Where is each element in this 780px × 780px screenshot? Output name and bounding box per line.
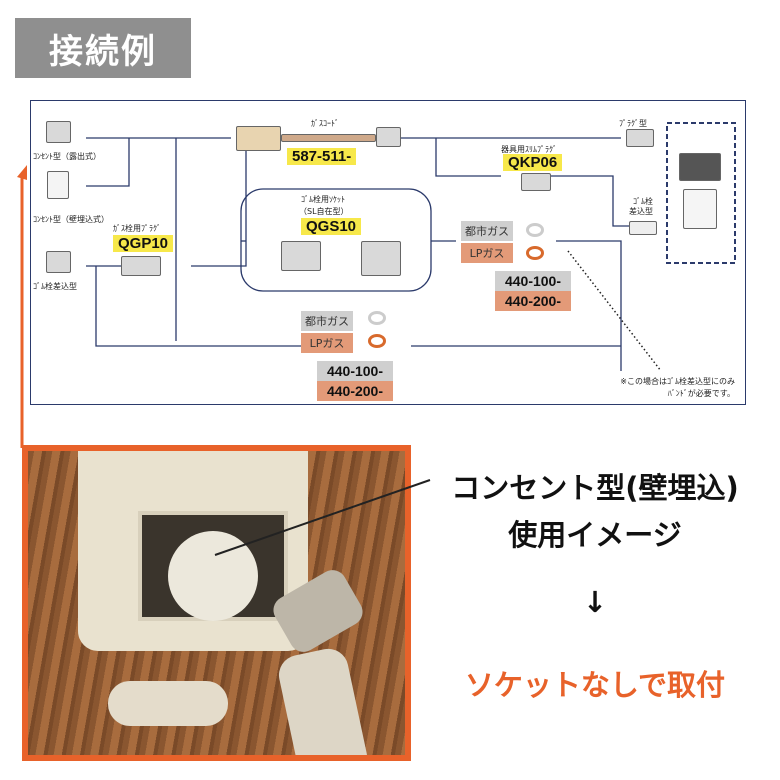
note-line-2: ﾊﾞﾝﾄﾞが必要です。 [667, 389, 735, 398]
tap-plug-code: QGP10 [113, 235, 174, 252]
down-arrow-icon: ↓ [582, 585, 608, 619]
lp-hose-icon [526, 246, 544, 260]
socket-icon [361, 241, 401, 276]
gas-stove-icon [679, 153, 721, 181]
lp-hose-code: 440-200- [495, 291, 571, 311]
slim-plug-code: QKP06 [503, 154, 563, 171]
socket-sublabel: （SL自在型） [299, 207, 349, 216]
pointer-line [214, 479, 431, 556]
callout-connector [17, 165, 27, 448]
city-hose-code: 440-100- [495, 271, 571, 291]
gas-cord-plug-icon [376, 127, 401, 147]
tap-plug-icon [121, 256, 161, 276]
city-hose-icon [368, 311, 386, 325]
caption-result: ソケットなしで取付 [464, 668, 726, 702]
slim-plug-label: 器具用ｽﾘﾑﾌﾟﾗｸﾞ [501, 145, 557, 154]
socket-code: QGS10 [301, 218, 362, 235]
caption-line-2: 使用イメージ [508, 518, 682, 552]
caption-line-1: コンセント型(壁埋込) [451, 471, 739, 505]
rubber-insert-icon [629, 221, 657, 235]
outlet-embedded-icon [47, 171, 69, 199]
gas-cord-connector-icon [236, 126, 281, 151]
tap-plug-label: ｶﾞｽ栓用ﾌﾟﾗｸﾞ [113, 224, 161, 233]
outlet-embedded-label: ｺﾝｾﾝﾄ型（壁埋込式） [33, 215, 109, 224]
note-line-1: ※この場合はｺﾞﾑ栓差込型にのみ [620, 377, 735, 386]
city-hose-code: 440-100- [317, 361, 393, 381]
lp-gas-label: LPガス [461, 243, 513, 263]
connection-lines [86, 122, 736, 372]
cap [108, 681, 228, 726]
gas-cord-label: ｶﾞｽｺｰﾄﾞ [311, 119, 339, 128]
plug-type-label: ﾌﾟﾗｸﾞ型 [619, 119, 647, 128]
socket-icon [281, 241, 321, 271]
rubber-tap-icon [46, 251, 71, 273]
page-title: 接続例 [15, 18, 191, 78]
gas-heater-icon [683, 189, 717, 229]
rubber-insert-label-2: 差込型 [629, 207, 653, 216]
lp-hose-icon [368, 334, 386, 348]
outlet-exposed-icon [46, 121, 71, 143]
lp-hose-code: 440-200- [317, 381, 393, 401]
rubber-tap-label: ｺﾞﾑ栓差込型 [33, 282, 77, 291]
lp-gas-label: LPガス [301, 333, 353, 353]
hose [275, 645, 371, 755]
appliance-group [666, 122, 736, 264]
gas-cord-icon [281, 134, 376, 142]
socket-label: ｺﾞﾑ栓用ｿｹｯﾄ [301, 195, 345, 204]
outlet-exposed-label: ｺﾝｾﾝﾄ型（露出式） [33, 152, 101, 161]
city-hose-icon [526, 223, 544, 237]
city-gas-label: 都市ガス [461, 221, 513, 241]
connection-diagram: ｺﾝｾﾝﾄ型（露出式） ｺﾝｾﾝﾄ型（壁埋込式） ｺﾞﾑ栓差込型 ｶﾞｽｺｰﾄﾞ… [30, 100, 746, 405]
slim-plug-icon [521, 173, 551, 191]
plug-type-icon [626, 129, 654, 147]
rubber-insert-label: ｺﾞﾑ栓 [633, 197, 653, 206]
gas-cord-code: 587-511- [287, 148, 357, 165]
usage-photo [22, 445, 411, 761]
city-gas-label: 都市ガス [301, 311, 353, 331]
